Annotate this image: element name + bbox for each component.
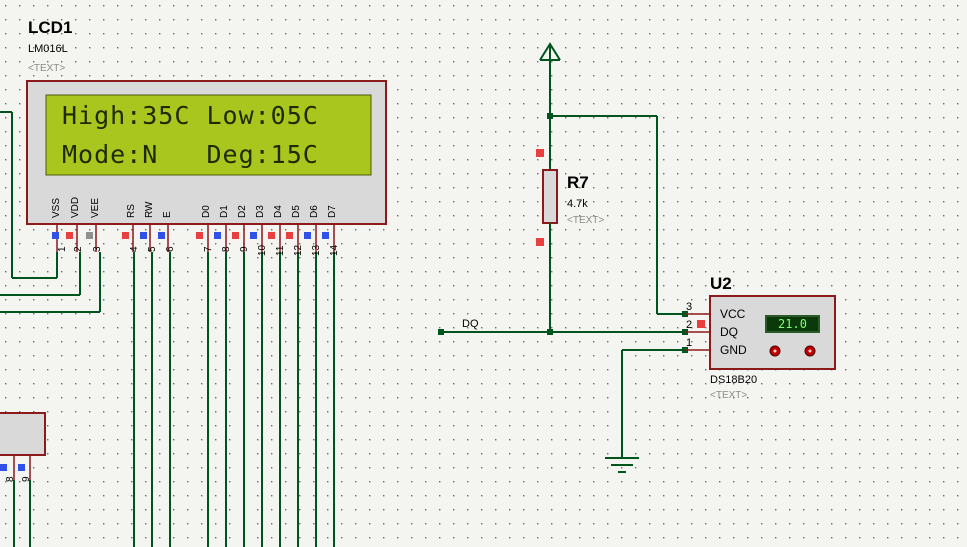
sensor-part-label: DS18B20 bbox=[710, 374, 758, 386]
lcd-pin-label-rs: RS bbox=[126, 204, 137, 218]
junction-dot bbox=[438, 329, 444, 335]
lcd-pin-label-vdd: VDD bbox=[70, 196, 81, 218]
partial-pin-number: 8 bbox=[5, 476, 16, 482]
lcd-screen bbox=[45, 94, 372, 176]
pin-state-high bbox=[232, 232, 239, 239]
lcd-pin-label-vss: VSS bbox=[51, 197, 62, 218]
pin-state-high bbox=[286, 232, 293, 239]
sensor-text-placeholder: <TEXT> bbox=[710, 390, 748, 401]
resistor-value-label: 4.7k bbox=[567, 198, 588, 210]
pin-state-high bbox=[122, 232, 129, 239]
pin-state-low bbox=[52, 232, 59, 239]
resistor-r7[interactable] bbox=[536, 116, 558, 332]
lcd-pin-number: 12 bbox=[293, 244, 304, 256]
lcd-line-1: High:35C Low:05C bbox=[62, 101, 319, 130]
lcd-pin-number: 2 bbox=[73, 246, 84, 252]
lcd-pin-number: 10 bbox=[257, 244, 268, 256]
lcd-pin-number: 14 bbox=[329, 244, 340, 256]
lcd-pin-label-rw: RW bbox=[144, 201, 155, 218]
lcd-pin-label-d0: D0 bbox=[201, 205, 212, 218]
pin-state-low bbox=[158, 232, 165, 239]
lcd-pin-number: 9 bbox=[239, 246, 250, 252]
partial-component-body[interactable] bbox=[0, 412, 46, 456]
lcd-pin-number: 1 bbox=[57, 246, 68, 252]
lcd-pin-number: 6 bbox=[165, 246, 176, 252]
lcd-pin-label-d7: D7 bbox=[327, 205, 338, 218]
lcd-pin-number: 4 bbox=[129, 246, 140, 252]
pin-state-high bbox=[196, 232, 203, 239]
resistor-ref-label: R7 bbox=[567, 173, 589, 192]
junction-dot bbox=[547, 329, 553, 335]
lcd-pin-number: 7 bbox=[203, 246, 214, 252]
pin-state-low bbox=[250, 232, 257, 239]
junction-dot bbox=[547, 113, 553, 119]
sensor-pin-label-gnd: GND bbox=[720, 343, 747, 357]
dq-net-label: DQ bbox=[462, 318, 479, 330]
lcd-line-2: Mode:N Deg:15C bbox=[62, 140, 319, 169]
vcc-wire bbox=[550, 115, 685, 315]
lcd-pin-label-d2: D2 bbox=[237, 205, 248, 218]
lcd-pin-states bbox=[52, 232, 329, 239]
sensor-pin-number: 3 bbox=[686, 301, 693, 313]
lcd-pin-label-d6: D6 bbox=[309, 205, 320, 218]
lcd-pin-number: 11 bbox=[275, 245, 286, 256]
power-terminal[interactable] bbox=[539, 42, 561, 116]
lcd-pin-label-d3: D3 bbox=[255, 205, 266, 218]
u2-pin-stubs bbox=[685, 313, 710, 351]
lcd-value-label: LM016L bbox=[28, 43, 68, 55]
lcd-pin-label-e: E bbox=[162, 211, 173, 218]
gnd-wire bbox=[621, 349, 685, 458]
pin-state-low bbox=[304, 232, 311, 239]
lcd-ref-label: LCD1 bbox=[28, 18, 73, 37]
lcd-pin-number: 3 bbox=[92, 246, 103, 252]
sensor-pin-label-dq: DQ bbox=[720, 325, 738, 339]
partial-component-pins bbox=[0, 455, 31, 480]
sensor-pin-number: 2 bbox=[686, 319, 693, 331]
pin-state-high bbox=[268, 232, 275, 239]
lcd-pin-label-vee: VEE bbox=[90, 197, 101, 218]
pin-state-low bbox=[322, 232, 329, 239]
partial-pin-number: 9 bbox=[21, 476, 32, 482]
sensor-pin-number: 1 bbox=[686, 337, 693, 349]
lcd-pin-label-d1: D1 bbox=[219, 205, 230, 218]
lcd-pin-number: 5 bbox=[147, 246, 158, 252]
temp-buttons[interactable] bbox=[769, 345, 816, 357]
pin-state-low bbox=[140, 232, 147, 239]
lcd-pin-number: 13 bbox=[311, 244, 322, 256]
pin-state-low bbox=[214, 232, 221, 239]
ground-symbol[interactable] bbox=[605, 457, 639, 473]
pin-state-float bbox=[86, 232, 93, 239]
lcd-wires bbox=[0, 111, 335, 547]
pin-state-high bbox=[66, 232, 73, 239]
lcd-pin-label-d4: D4 bbox=[273, 205, 284, 218]
lcd-pin-label-d5: D5 bbox=[291, 205, 302, 218]
resistor-text-placeholder: <TEXT> bbox=[567, 215, 605, 226]
lcd-pin-number: 8 bbox=[221, 246, 232, 252]
dq-pin-state bbox=[697, 320, 705, 328]
sensor-ref-label: U2 bbox=[710, 274, 732, 293]
lcd-text-placeholder: <TEXT> bbox=[28, 63, 66, 74]
temperature-display: 21.0 bbox=[765, 315, 820, 333]
sensor-pin-label-vcc: VCC bbox=[720, 307, 746, 321]
lcd-pin-stubs bbox=[56, 224, 335, 252]
